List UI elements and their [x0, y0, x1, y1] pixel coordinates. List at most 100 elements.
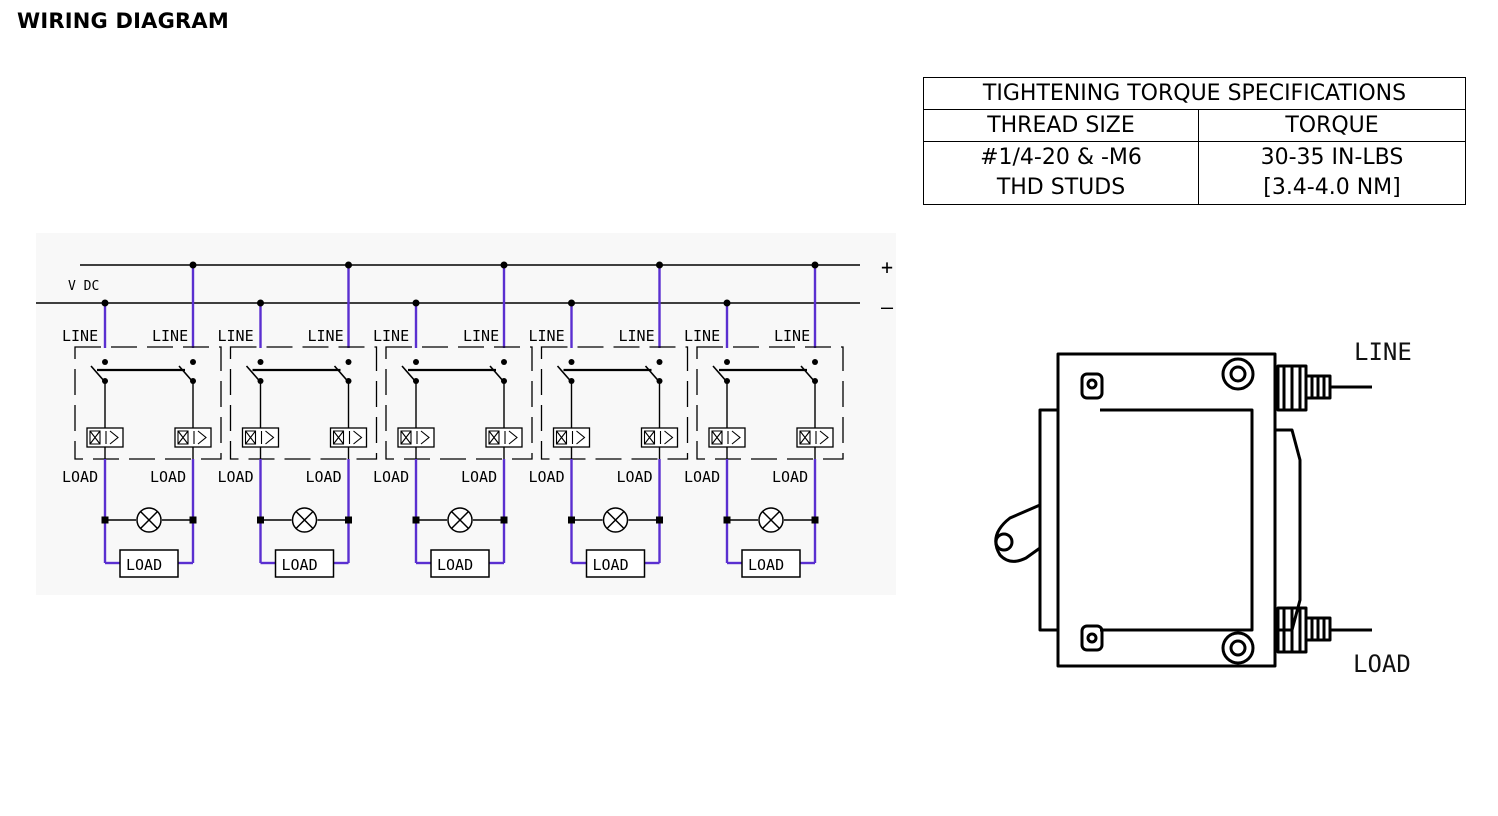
thread-size-line-2: THD STUDS: [996, 175, 1126, 200]
supply-label: V DC: [68, 279, 99, 294]
contact-dot: [102, 359, 108, 365]
trip-element-box: [174, 427, 212, 448]
contact-dot: [812, 359, 818, 365]
bus-junction-dot: [568, 299, 575, 307]
lamp-cross: [139, 510, 159, 530]
line-label: LINE: [373, 327, 409, 345]
line-label: LINE: [529, 327, 565, 345]
line-label: LINE: [152, 327, 188, 345]
trip-element-symbol: [89, 430, 101, 445]
wiring-schematic: V DC + – LINE LINE LOAD LOAD LOAD LINE LINE LOA…: [36, 233, 896, 595]
lamp-junction-dot: [568, 516, 575, 524]
trip-element-box: [329, 427, 368, 448]
lamp-junction-dot: [189, 516, 197, 524]
trip-element-symbol: [260, 430, 275, 445]
load-box: [585, 549, 646, 578]
breaker-housing: [385, 346, 533, 460]
trip-element-symbol: [177, 430, 189, 445]
bus-junction-dot: [656, 261, 663, 269]
minus-symbol: –: [881, 295, 894, 319]
lamp-junction-dot: [412, 516, 420, 524]
mount-hole-top: [1086, 378, 1098, 390]
load-stud: [1276, 606, 1372, 654]
trip-element-box: [397, 427, 435, 448]
trip-element-box: [640, 427, 679, 448]
plus-symbol: +: [881, 255, 893, 279]
contact-dot: [501, 359, 507, 365]
trip-element-symbol: [555, 430, 568, 445]
lamp-junction-dot: [257, 516, 264, 524]
torque-value-line-2: [3.4-4.0 NM]: [1263, 175, 1401, 200]
line-label: LINE: [463, 327, 499, 345]
contact-dot: [190, 359, 196, 365]
mount-slot-top: [1080, 372, 1104, 400]
line-label: LINE: [619, 327, 655, 345]
schematic-background: [36, 233, 896, 595]
load-box-label: LOAD: [748, 556, 784, 574]
mount-hole-bottom: [1086, 632, 1098, 644]
load-box-label: LOAD: [437, 556, 473, 574]
load-label: LOAD: [373, 468, 409, 486]
trip-element-symbol: [711, 430, 723, 445]
thread-size-header: THREAD SIZE: [923, 109, 1199, 142]
load-box: [741, 549, 801, 578]
breaker-housing: [696, 346, 844, 460]
load-box-label: LOAD: [593, 556, 629, 574]
line-label: LINE: [62, 327, 98, 345]
contact-dot: [413, 359, 419, 365]
load-label: LOAD: [218, 468, 254, 486]
breaker-body-outline: [1038, 352, 1277, 668]
thread-size-cell: #1/4-20 & -M6 THD STUDS: [923, 141, 1199, 205]
bus-junction-dot: [811, 261, 819, 269]
trip-element-symbol: [504, 430, 518, 445]
breaker-housing: [540, 346, 689, 460]
page-title: WIRING DIAGRAM: [17, 9, 229, 33]
circuit-breaker-drawing: LINE LOAD: [994, 338, 1412, 678]
contact-dot: [656, 359, 663, 365]
torque-table-title: TIGHTENING TORQUE SPECIFICATIONS: [923, 77, 1466, 110]
trip-element-symbol: [815, 430, 829, 445]
trip-element-box: [552, 427, 591, 448]
contact-dot: [724, 359, 730, 365]
trip-element-box: [241, 427, 280, 448]
load-terminal-label: LOAD: [1353, 650, 1411, 678]
load-label: LOAD: [772, 468, 808, 486]
trip-element-symbol: [659, 430, 674, 445]
trip-element-box: [86, 427, 124, 448]
load-label: LOAD: [617, 468, 653, 486]
lamp-junction-dot: [345, 516, 352, 524]
load-label: LOAD: [461, 468, 497, 486]
line-label: LINE: [308, 327, 344, 345]
trip-element-symbol: [400, 430, 412, 445]
handle-pivot: [994, 532, 1014, 552]
trip-element-symbol: [571, 430, 586, 445]
lamp-junction-dot: [656, 516, 663, 524]
breaker-housing: [229, 346, 378, 460]
trip-element-symbol: [193, 430, 207, 445]
trip-element-box: [708, 427, 746, 448]
line-label: LINE: [218, 327, 254, 345]
line-terminal-label: LINE: [1354, 338, 1412, 366]
bus-junction-dot: [412, 299, 420, 307]
load-box: [119, 549, 179, 578]
breaker-housing: [74, 346, 222, 460]
line-label: LINE: [774, 327, 810, 345]
load-box-label: LOAD: [282, 556, 318, 574]
load-label: LOAD: [62, 468, 98, 486]
contact-dot: [568, 359, 575, 365]
trip-element-symbol: [643, 430, 656, 445]
bus-junction-dot: [257, 299, 264, 307]
lamp-cross: [606, 510, 625, 530]
line-stud: [1276, 364, 1372, 412]
torque-value-line-1: 30-35 IN-LBS: [1260, 145, 1404, 170]
line-terminal-screw-outer: [1221, 357, 1255, 391]
lamp-junction-dot: [811, 516, 819, 524]
bus-junction-dot: [345, 261, 352, 269]
mount-slot-bottom: [1080, 624, 1104, 652]
load-label: LOAD: [150, 468, 186, 486]
contact-dot: [345, 359, 352, 365]
trip-element-symbol: [488, 430, 500, 445]
line-label: LINE: [684, 327, 720, 345]
thread-size-line-1: #1/4-20 & -M6: [980, 145, 1142, 170]
trip-element-symbol: [348, 430, 363, 445]
